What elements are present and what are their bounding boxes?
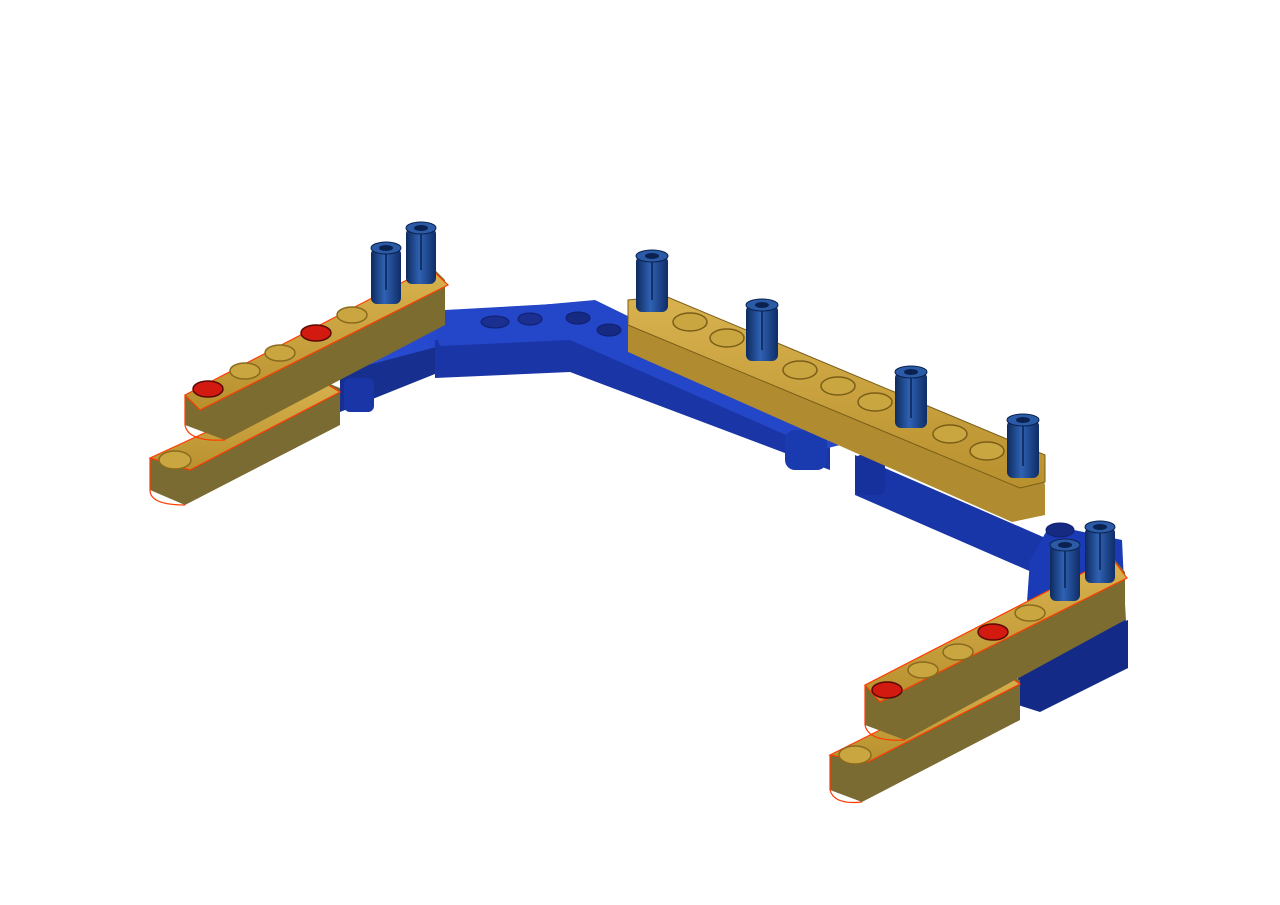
beam-hole (932, 424, 968, 444)
pin (1084, 520, 1116, 583)
pin (370, 241, 402, 304)
beam-hole-red (977, 623, 1009, 641)
beam-hole (158, 450, 192, 470)
beam-hole (857, 392, 893, 412)
beam-hole (782, 360, 818, 380)
pin (1049, 538, 1081, 601)
beam-hole (907, 661, 939, 679)
blue-boss (344, 378, 374, 412)
blue-hole (596, 323, 622, 337)
beam-hole-red (300, 324, 332, 342)
blue-beam-middle-side (435, 336, 830, 470)
beam-hole-red (192, 380, 224, 398)
beam-hole (264, 344, 296, 362)
blue-pins (370, 221, 1116, 601)
beam-hole (1014, 604, 1046, 622)
pin (635, 249, 669, 312)
blue-boss (785, 430, 827, 470)
pin (405, 221, 437, 284)
beam-hole (709, 328, 745, 348)
blue-hole (565, 311, 591, 325)
pin (894, 365, 928, 428)
gold-beam-center (627, 295, 1046, 522)
beam-hole (336, 306, 368, 324)
blue-boss (855, 455, 885, 495)
blue-beam-right-side (855, 455, 1050, 580)
blue-hole (480, 315, 510, 329)
beam-hole (969, 441, 1005, 461)
beam-hole (672, 312, 708, 332)
blue-beam-right-underside (1018, 620, 1128, 712)
blue-beam-middle-top (430, 300, 860, 450)
pin (745, 298, 779, 361)
beam-hole (838, 745, 872, 765)
beam-hole (229, 362, 261, 380)
blue-hole (1045, 522, 1075, 538)
beam-hole (942, 643, 974, 661)
beam-hole-red (871, 681, 903, 699)
blue-hole (517, 312, 543, 326)
beam-hole (820, 376, 856, 396)
pin (1006, 413, 1040, 478)
